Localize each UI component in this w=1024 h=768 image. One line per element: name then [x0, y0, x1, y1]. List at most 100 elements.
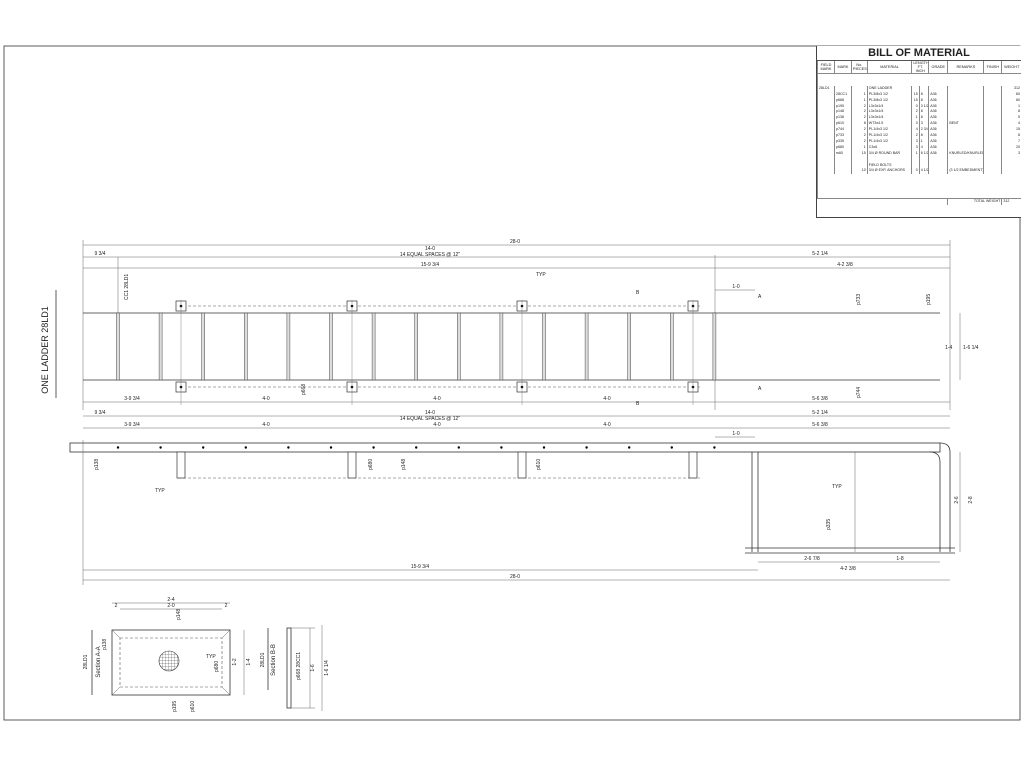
- bom-cell-material: 3/4 Ø EXP. ANCHORS: [866, 168, 912, 175]
- bom-cell-field-mark: [817, 150, 835, 157]
- elev-bay-dim: 4-0: [262, 422, 269, 428]
- bom-cell-grade: A36: [928, 109, 948, 116]
- rung: [158, 312, 163, 381]
- bom-cell-weight: 15: [1001, 127, 1021, 134]
- bom-cell-remarks: [947, 97, 984, 104]
- bom-cell-material: PL1/4x3 1/2: [866, 138, 912, 145]
- bom-cell-finish: [983, 162, 1002, 169]
- bom-cell-weight: 5: [1001, 115, 1021, 122]
- bom-cell-material: 3/4 Ø ROUND BAR: [866, 150, 912, 157]
- bom-cell-grade: A36: [928, 144, 948, 151]
- bom-cell-weight: [1001, 156, 1021, 163]
- bom-cell-pieces: 2: [850, 103, 868, 110]
- bom-header: MARK: [833, 61, 852, 74]
- section-bb-height-dim: 1-6: [310, 664, 316, 671]
- elev-bay-dim: 4-0: [433, 422, 440, 428]
- bom-cell-mark: p744: [833, 127, 852, 134]
- bom-cell-inch: [918, 156, 929, 163]
- bom-header: FINISH: [983, 61, 1002, 74]
- section-aa-height-dim: 1-4: [246, 658, 252, 665]
- bom-cell-ft: 0: [911, 168, 920, 175]
- bom-cell-weight: [1001, 168, 1021, 175]
- bom-cell-pieces: 1: [850, 97, 868, 104]
- elev-first-dim: 3-9 3/4: [124, 422, 140, 428]
- bom-cell-grade: A36: [928, 91, 948, 98]
- bom-cell-mark: p138: [833, 115, 852, 122]
- bom-cell-mark: p335: [833, 138, 852, 145]
- bom-cell-inch: 4 1/2: [918, 168, 929, 175]
- rung: [244, 312, 248, 381]
- rung-end-icon: [713, 446, 716, 449]
- mark-label: p148: [176, 609, 182, 620]
- bom-cell-weight: 8: [1001, 133, 1021, 139]
- rung: [329, 312, 333, 381]
- bom-cell-ft: 3: [911, 138, 920, 145]
- bom-cell-finish: [983, 133, 1002, 139]
- section-aa-edge-dim: 2: [115, 603, 118, 609]
- typ-note: TYP: [536, 272, 546, 278]
- elev-bay-dim: 4-0: [603, 422, 610, 428]
- bom-cell-grade: A36: [928, 103, 948, 110]
- rung: [201, 312, 205, 381]
- elev-span-dim: 14-0: [425, 410, 435, 416]
- elev-spaces-note: 14 EQUAL SPACES @ 12": [400, 416, 460, 422]
- bom-cell-field-mark: [817, 144, 835, 151]
- bom-cell-pieces: 2: [850, 127, 868, 134]
- bom-cell-material: PL3/8x3 1/2: [866, 91, 912, 98]
- bom-cell-field-mark: [817, 162, 835, 169]
- bom-header: LENGTH: [913, 61, 929, 65]
- bom-cell-mark: [833, 168, 852, 175]
- bom-cell-field-mark: [817, 168, 835, 175]
- bom-cell-material: ONE LADDER: [866, 85, 912, 92]
- mark-label: p680: [368, 459, 374, 470]
- bom-cell-ft: 1: [911, 115, 920, 122]
- typ-note: TYP: [832, 484, 842, 490]
- elev-left-dim: 9 3/4: [94, 410, 105, 416]
- bom-cell-finish: [983, 115, 1002, 122]
- bom-cell-remarks: KNURLED/KNURLED: [947, 150, 984, 157]
- elev-right-dim: 5-2 1/4: [812, 410, 828, 416]
- bom-cell-mark: 28CC1: [833, 91, 852, 98]
- bom-cell-field-mark: [817, 115, 835, 122]
- rung-end-icon: [159, 446, 162, 449]
- bom-cell-material: L3x3x1/4: [866, 115, 912, 122]
- rung-end-icon: [585, 446, 588, 449]
- bom-cell-pieces: 15: [850, 150, 868, 157]
- bom-cell-finish: [983, 103, 1002, 110]
- rung: [627, 312, 631, 381]
- plan-width-dim: 1-6 1/4: [963, 345, 979, 351]
- bom-cell-material: L3x3x1/4: [866, 109, 912, 116]
- sheet-border: [3, 45, 1021, 721]
- bom-cell-material: PL1/4x3 1/2: [866, 133, 912, 139]
- rung: [286, 312, 291, 381]
- section-bb-ref: 28LD1: [260, 652, 266, 667]
- bom-cell-inch: 8: [918, 133, 929, 139]
- bom-cell-pieces: [850, 85, 868, 92]
- section-aa-inner-height-dim: 1-2: [232, 658, 238, 665]
- bom-cell-finish: [983, 150, 1002, 157]
- bom-total-label: TOTAL WEIGHT: [947, 197, 1002, 205]
- post-support: [347, 451, 357, 479]
- bom-cell-ft: 15: [911, 91, 920, 98]
- bom-cell-pieces: 1: [850, 91, 868, 98]
- rung-end-icon: [202, 446, 205, 449]
- bom-cell-weight: 3: [1001, 150, 1021, 157]
- bom-cell-inch: [918, 85, 929, 92]
- bom-cell-remarks: [947, 138, 984, 145]
- rung: [712, 312, 717, 381]
- bom-cell-field-mark: [817, 91, 835, 98]
- post-support: [688, 451, 698, 479]
- plan-last-dim: 5-6 3/8: [812, 396, 828, 402]
- mark-label: p195: [172, 701, 178, 712]
- bom-cell-field-mark: [817, 103, 835, 110]
- rung: [371, 312, 376, 381]
- bom-cell-remarks: (3 1/2 EMBEDMENT): [947, 168, 984, 175]
- section-aa-inner-dim: 2-0: [167, 603, 174, 609]
